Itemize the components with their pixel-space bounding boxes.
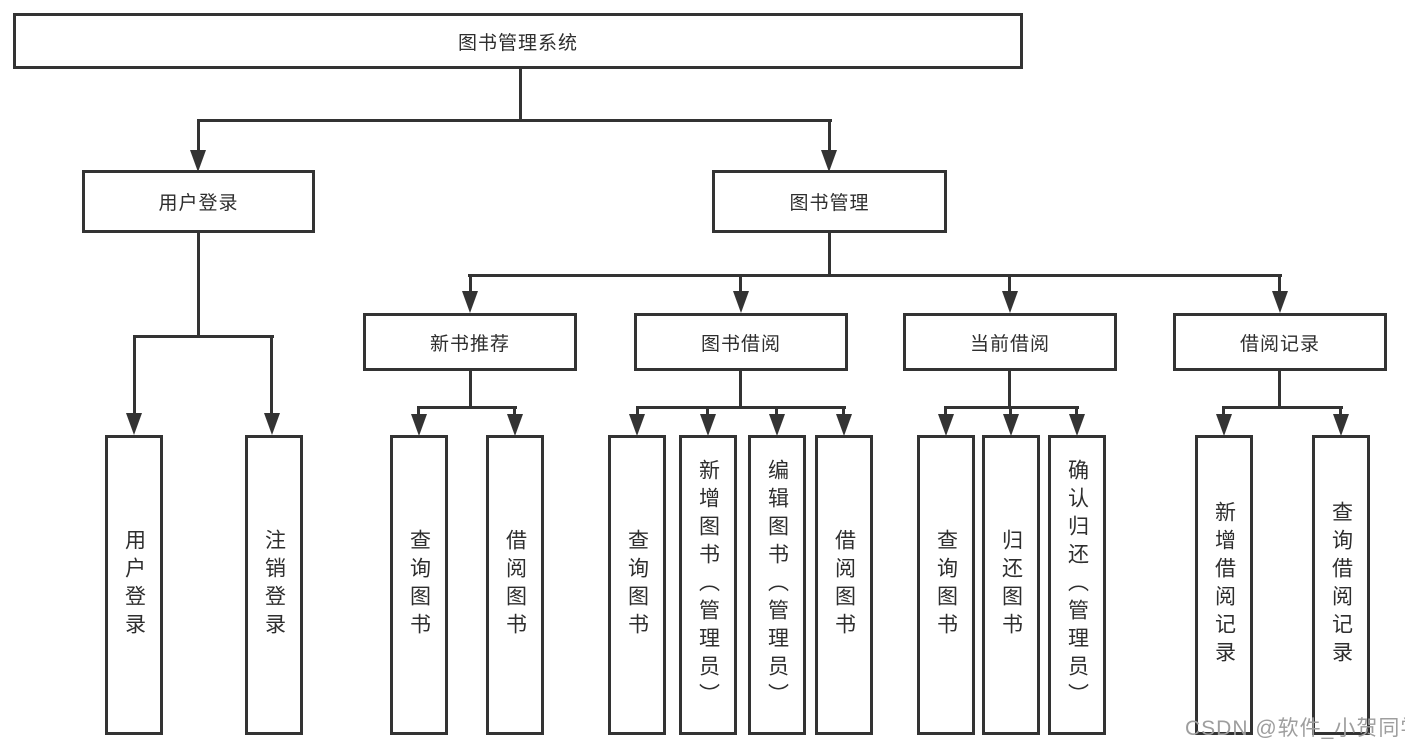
connector-mgmt-stem-1: [469, 274, 472, 294]
connector-login-bar: [133, 335, 274, 338]
leaf-newbooks-query-books: 查询图书: [390, 435, 448, 735]
connector-current-trunk: [1008, 371, 1011, 409]
connector-newbooks-stem-2: [513, 406, 516, 416]
connector-mgmt-bar: [468, 274, 1282, 277]
connector-current-stem-2: [1009, 406, 1012, 416]
connector-login-trunk: [197, 233, 200, 338]
leaf-newbooks-query-books-label: 查询图书: [407, 529, 431, 641]
arrow-down-icon: [700, 414, 716, 436]
leaf-records-add-record-label: 新增借阅记录: [1212, 501, 1236, 669]
connector-borrow-bar: [636, 406, 846, 409]
leaf-current-return-books: 归还图书: [982, 435, 1040, 735]
leaf-borrow-borrow-books: 借阅图书: [815, 435, 873, 735]
leaf-borrow-query-books: 查询图书: [608, 435, 666, 735]
connector-root-trunk: [519, 69, 522, 122]
leaf-borrow-add-books-admin-label: 新增图书（管理员）: [696, 459, 720, 711]
connector-borrow-stem-1: [636, 406, 639, 416]
node-book-management-label: 图书管理: [789, 193, 870, 214]
arrow-down-icon: [462, 291, 478, 313]
connector-current-stem-3: [1075, 406, 1078, 416]
arrow-down-icon: [1272, 291, 1288, 313]
leaf-borrow-borrow-books-label: 借阅图书: [832, 529, 856, 641]
node-user-login: 用户登录: [82, 170, 315, 233]
connector-login-stem-left: [133, 335, 136, 415]
node-new-book-recommend-label: 新书推荐: [429, 333, 510, 355]
leaf-current-confirm-return-admin-label: 确认归还（管理员）: [1065, 459, 1089, 711]
connector-newbooks-bar: [417, 406, 517, 409]
leaf-borrow-query-books-label: 查询图书: [625, 529, 649, 641]
connector-borrow-trunk: [739, 371, 742, 409]
leaf-current-query-books: 查询图书: [917, 435, 975, 735]
connector-records-trunk: [1278, 371, 1281, 409]
node-book-management: 图书管理: [712, 170, 947, 233]
leaf-records-add-record: 新增借阅记录: [1195, 435, 1253, 735]
connector-current-stem-1: [944, 406, 947, 416]
node-library-system-label: 图书管理系统: [457, 32, 578, 54]
node-book-borrow-label: 图书借阅: [700, 333, 781, 355]
connector-root-bar: [197, 119, 832, 122]
leaf-newbooks-borrow-books: 借阅图书: [486, 435, 544, 735]
arrow-down-icon: [411, 414, 427, 436]
watermark: CSDN @软件_小贺同学: [1185, 717, 1405, 740]
node-book-borrow: 图书借阅: [634, 313, 848, 371]
arrow-down-icon: [821, 150, 837, 172]
leaf-borrow-edit-books-admin: 编辑图书（管理员）: [748, 435, 806, 735]
arrow-down-icon: [1069, 414, 1085, 436]
arrow-down-icon: [190, 150, 206, 172]
leaf-current-query-books-label: 查询图书: [934, 529, 958, 641]
leaf-records-query-record: 查询借阅记录: [1312, 435, 1370, 735]
connector-login-stem-right: [270, 335, 273, 415]
connector-records-stem-2: [1339, 406, 1342, 416]
connector-mgmt-stem-3: [1008, 274, 1011, 294]
connector-newbooks-stem-1: [417, 406, 420, 416]
arrow-down-icon: [733, 291, 749, 313]
node-borrow-records: 借阅记录: [1173, 313, 1387, 371]
arrow-down-icon: [264, 413, 280, 435]
connector-mgmt-trunk: [828, 233, 831, 277]
leaf-current-confirm-return-admin: 确认归还（管理员）: [1048, 435, 1106, 735]
node-library-system: 图书管理系统: [13, 13, 1023, 69]
arrow-down-icon: [126, 413, 142, 435]
node-user-login-label: 用户登录: [158, 193, 239, 214]
leaf-newbooks-borrow-books-label: 借阅图书: [503, 529, 527, 641]
connector-mgmt-stem-4: [1278, 274, 1281, 294]
connector-borrow-stem-3: [775, 406, 778, 416]
leaf-records-query-record-label: 查询借阅记录: [1329, 501, 1353, 669]
arrow-down-icon: [836, 414, 852, 436]
leaf-user-login: 用户登录: [105, 435, 163, 735]
arrow-down-icon: [1333, 414, 1349, 436]
leaf-current-return-books-label: 归还图书: [999, 529, 1023, 641]
connector-records-stem-1: [1222, 406, 1225, 416]
arrow-down-icon: [1003, 414, 1019, 436]
node-current-borrow-label: 当前借阅: [969, 333, 1050, 355]
arrow-down-icon: [1216, 414, 1232, 436]
leaf-logout-label: 注销登录: [262, 529, 286, 641]
node-current-borrow: 当前借阅: [903, 313, 1117, 371]
connector-records-bar: [1222, 406, 1343, 409]
leaf-borrow-edit-books-admin-label: 编辑图书（管理员）: [765, 459, 789, 711]
connector-mgmt-stem-2: [739, 274, 742, 294]
arrow-down-icon: [938, 414, 954, 436]
connector-root-stem-right: [828, 119, 831, 151]
arrow-down-icon: [507, 414, 523, 436]
arrow-down-icon: [1002, 291, 1018, 313]
connector-newbooks-trunk: [469, 371, 472, 409]
connector-borrow-stem-2: [706, 406, 709, 416]
node-new-book-recommend: 新书推荐: [363, 313, 577, 371]
arrow-down-icon: [629, 414, 645, 436]
leaf-user-login-label: 用户登录: [122, 529, 146, 641]
arrow-down-icon: [769, 414, 785, 436]
leaf-borrow-add-books-admin: 新增图书（管理员）: [679, 435, 737, 735]
connector-borrow-stem-4: [842, 406, 845, 416]
leaf-logout: 注销登录: [245, 435, 303, 735]
connector-root-stem-left: [197, 119, 200, 151]
node-borrow-records-label: 借阅记录: [1239, 333, 1320, 355]
